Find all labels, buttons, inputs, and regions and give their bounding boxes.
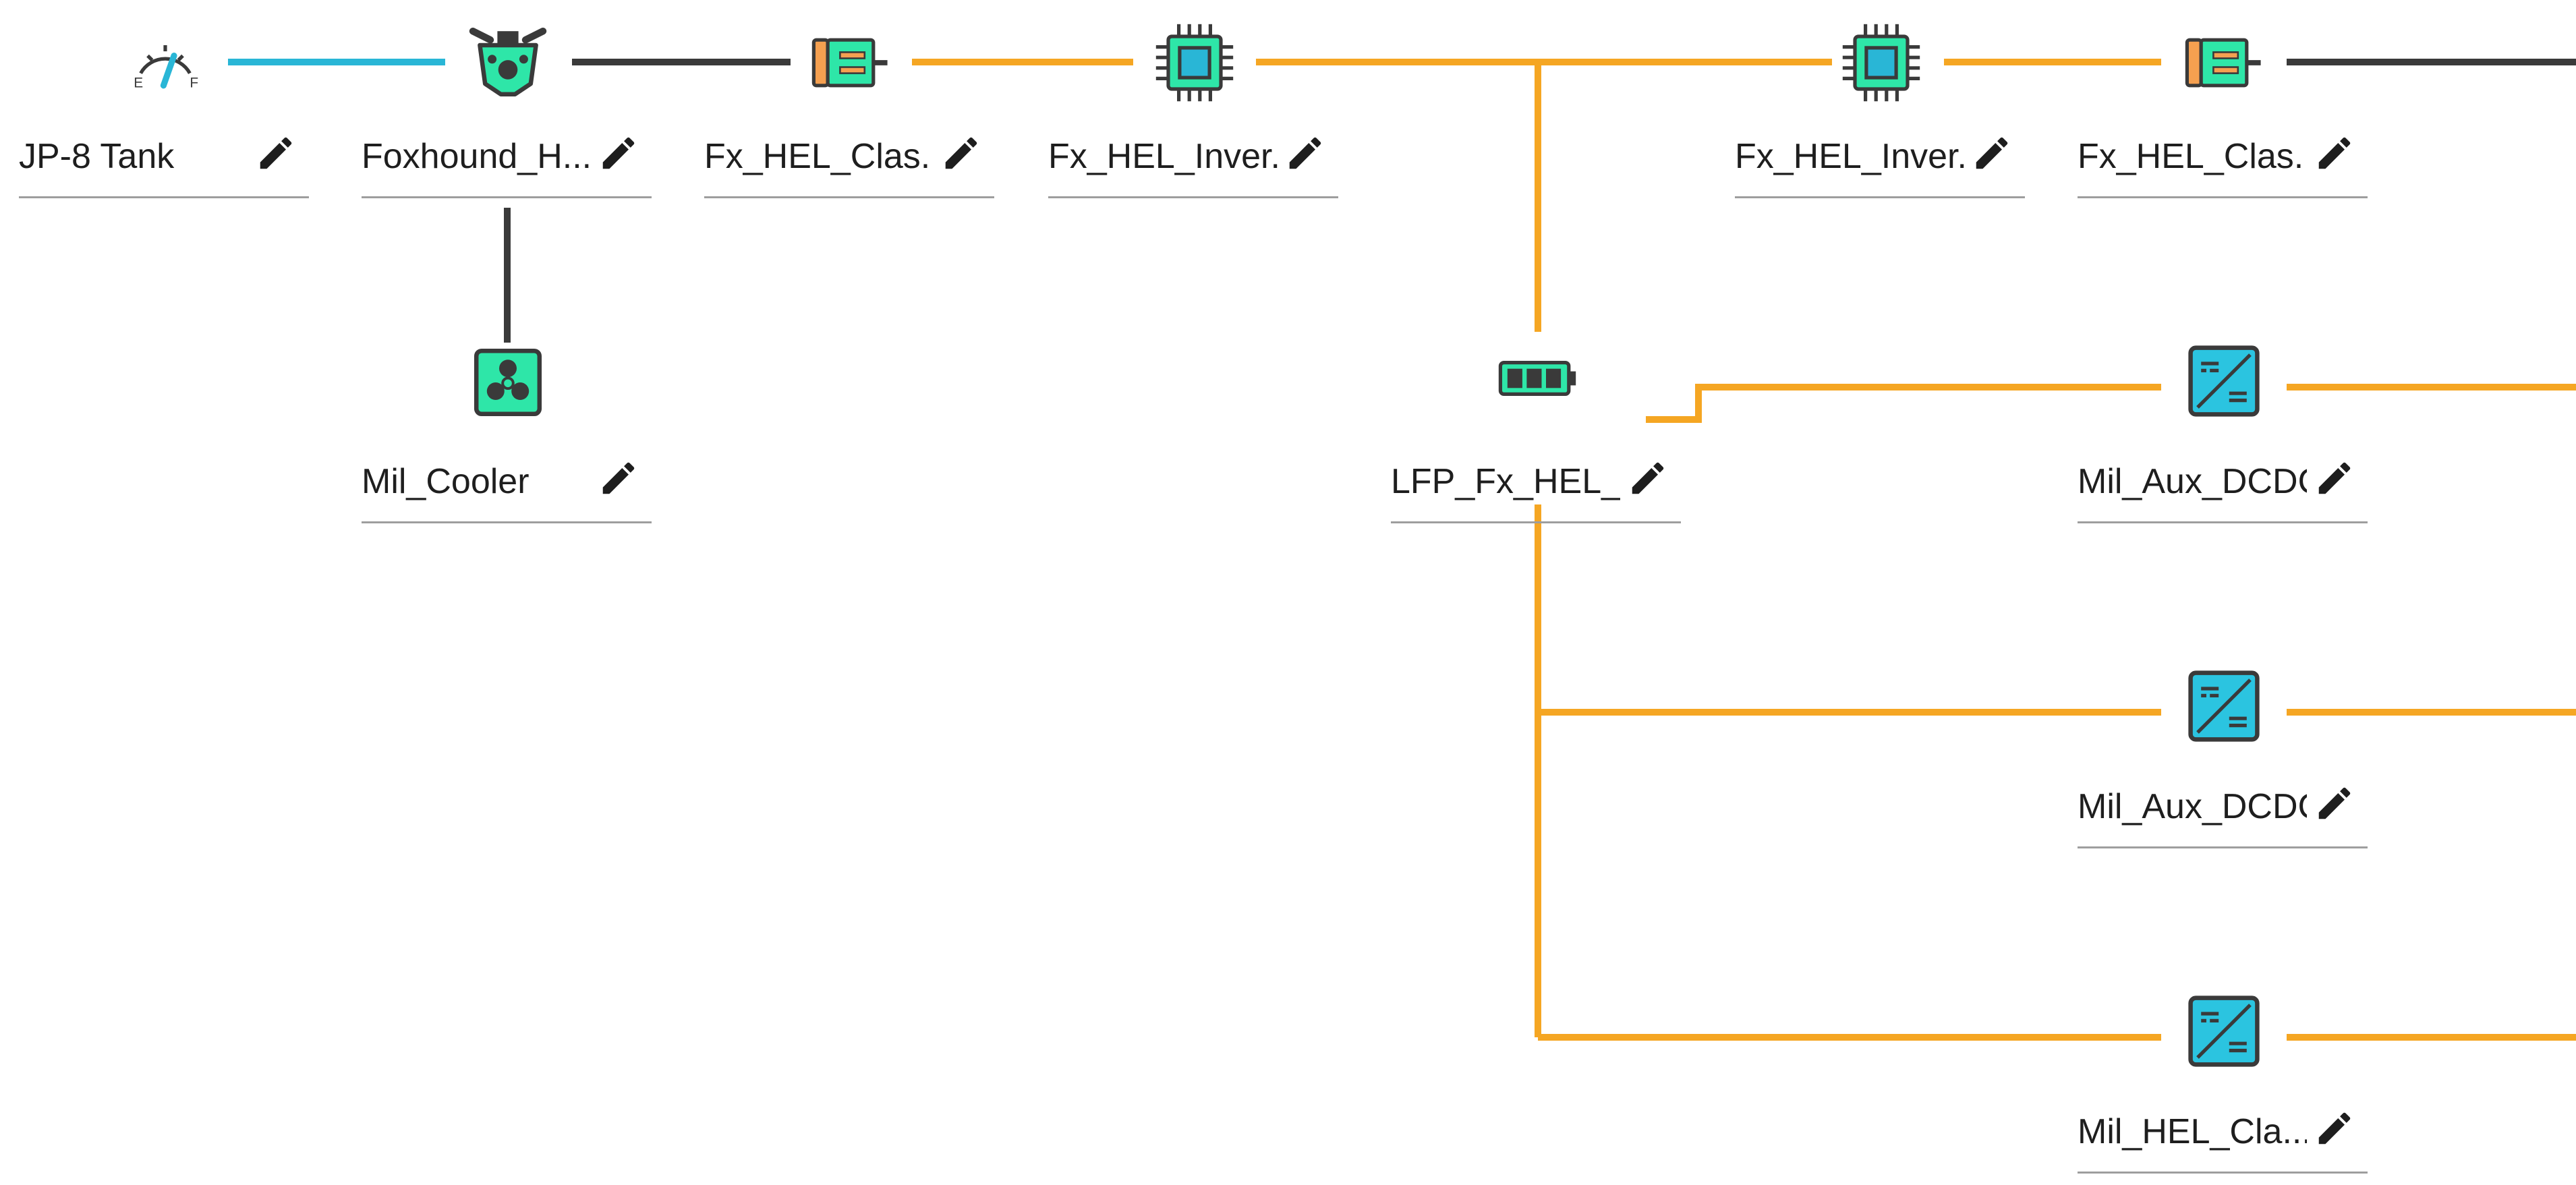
pencil-icon[interactable] [255,132,297,174]
dcdc-converter-icon[interactable] [2180,987,2268,1075]
pencil-icon[interactable] [2314,1107,2355,1149]
battery-icon[interactable] [1493,335,1581,422]
component-name-field[interactable]: JP-8 Tank [19,119,309,198]
component-name: Foxhound_H... [362,137,591,176]
pencil-icon[interactable] [598,457,639,499]
motor-icon[interactable] [807,19,894,107]
fuel-gauge-icon[interactable]: E F [121,19,209,107]
motor-icon[interactable] [2180,19,2268,107]
pencil-icon[interactable] [2314,132,2355,174]
fan-icon[interactable] [464,339,552,426]
component-name: Mil_Cooler [362,462,529,501]
dcdc-converter-icon[interactable] [2180,662,2268,750]
pencil-icon[interactable] [2314,457,2355,499]
component-name-field[interactable]: Mil_HEL_Cla... [2078,1094,2368,1174]
component-name-field[interactable]: Fx_HEL_Clas... [704,119,994,198]
component-name-field[interactable]: LFP_Fx_HEL_... [1391,444,1681,523]
component-name-field[interactable]: Foxhound_H... [362,119,652,198]
pencil-icon[interactable] [598,132,639,174]
engine-icon[interactable] [464,19,552,107]
svg-text:F: F [190,75,198,90]
pencil-icon[interactable] [1627,457,1669,499]
component-name-field[interactable]: Fx_HEL_Clas... [2078,119,2368,198]
component-name-field[interactable]: Fx_HEL_Inver... [1735,119,2025,198]
component-name: Fx_HEL_Inver... [1048,137,1278,176]
pencil-icon[interactable] [1284,132,1326,174]
component-name: Mil_Aux_DCDC [2078,462,2307,501]
component-name: JP-8 Tank [19,137,175,176]
component-name-field[interactable]: Mil_Aux_DCDC [2078,444,2368,523]
pencil-icon[interactable] [2314,782,2355,824]
component-name-field[interactable]: Mil_Cooler [362,444,652,523]
component-name: Fx_HEL_Clas... [704,137,934,176]
svg-text:E: E [134,75,143,90]
inverter-chip-icon[interactable] [1837,19,1925,107]
component-name-field[interactable]: Fx_HEL_Inver... [1048,119,1338,198]
inverter-chip-icon[interactable] [1151,19,1238,107]
component-name: Mil_Aux_DCDC [2078,787,2307,826]
component-name: Fx_HEL_Clas... [2078,137,2307,176]
power-line-battery-dcdc1 [1646,384,2161,423]
pencil-icon[interactable] [1971,132,2013,174]
component-name-field[interactable]: Mil_Aux_DCDC [2078,769,2368,848]
component-name: LFP_Fx_HEL_... [1391,462,1620,501]
component-name: Fx_HEL_Inver... [1735,137,1964,176]
dcdc-converter-icon[interactable] [2180,337,2268,425]
component-name: Mil_HEL_Cla... [2078,1112,2307,1151]
pencil-icon[interactable] [940,132,982,174]
